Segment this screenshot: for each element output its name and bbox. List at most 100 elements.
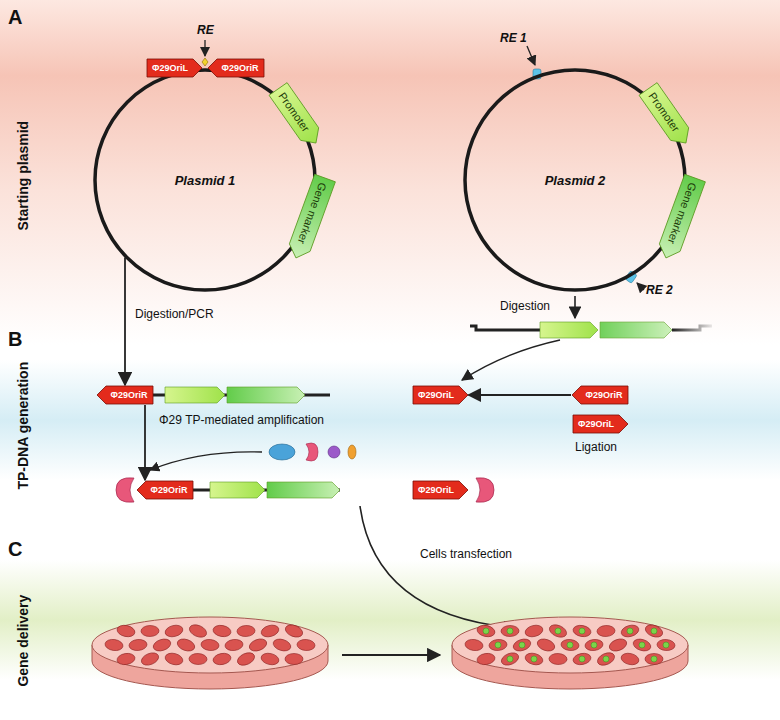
cell (164, 623, 184, 638)
cell (272, 637, 292, 653)
node-label: Φ29OriR (222, 64, 259, 73)
protein-icon (348, 445, 356, 459)
annotation: RE 1 (500, 32, 527, 45)
process-arrow (342, 654, 440, 656)
cell (152, 637, 173, 653)
process-arrow (469, 394, 572, 396)
dna-fragment (672, 326, 712, 330)
cell (476, 652, 495, 666)
re-leader (204, 40, 205, 56)
expressing-cell (531, 656, 537, 662)
origin-arrow (573, 415, 628, 433)
re-site (202, 58, 208, 66)
cell (236, 650, 257, 667)
cell (104, 638, 123, 651)
dish-surface (452, 617, 688, 673)
cell (476, 624, 496, 639)
cell (176, 637, 197, 653)
origin-arrow (137, 481, 193, 499)
expressing-cell (651, 656, 657, 662)
cell (285, 654, 303, 665)
annotation: Digestion (500, 300, 550, 313)
band-delivery (0, 560, 780, 680)
cell (297, 639, 316, 651)
ligation-arrow (462, 340, 560, 380)
culture-dish (92, 617, 328, 689)
promoter-arrow (540, 322, 598, 338)
cell (116, 624, 136, 639)
re-leader (637, 283, 644, 290)
origin-arrow: Φ29OriR (208, 59, 264, 77)
cell (596, 650, 617, 667)
cell (248, 637, 269, 653)
node-label: Φ29OriL (152, 64, 188, 73)
cell (200, 639, 219, 652)
promoter-arrow (165, 387, 225, 403)
re-leader (527, 46, 535, 65)
cell (524, 623, 544, 638)
cell (141, 625, 159, 636)
cell (584, 638, 603, 651)
band-label: Starting plasmid (16, 120, 31, 230)
panel-letter: A (8, 6, 22, 28)
transfection-arrow (360, 506, 515, 628)
cell (620, 623, 640, 639)
cell (464, 638, 483, 651)
expressing-cell (495, 642, 501, 648)
node-label: Φ29OriR (151, 486, 188, 495)
node-label: Φ29OriL (578, 420, 614, 429)
origin-arrow (413, 386, 468, 404)
expressing-cell (567, 642, 573, 648)
terminal-protein (476, 478, 494, 503)
promoter-arrow (639, 83, 695, 150)
node-label: Φ29OriL (418, 486, 454, 495)
dish-surface (92, 617, 328, 673)
cell (284, 623, 305, 640)
process-arrow (144, 405, 146, 480)
panel-letter: C (8, 538, 22, 560)
culture-dish (452, 617, 688, 689)
plasmid-ring (95, 70, 315, 290)
annotation: RE (197, 24, 214, 37)
origin-arrow: Φ29OriL (413, 386, 468, 404)
dna-polymerase (269, 444, 295, 460)
terminal-protein (306, 443, 318, 461)
dna-line (340, 489, 420, 492)
cell (512, 637, 533, 653)
cell (129, 639, 148, 652)
origin-arrow: Φ29OriL (147, 59, 202, 77)
cell (608, 637, 629, 653)
cell (164, 651, 184, 666)
expressing-cell (663, 642, 669, 648)
expressing-cell (579, 628, 585, 634)
origin-arrow (147, 59, 202, 77)
expressing-cell (603, 656, 609, 662)
cell (548, 622, 569, 639)
gene-marker-arrow (285, 174, 335, 261)
cell (536, 637, 557, 653)
origin-arrow: Φ29OriR (572, 386, 628, 404)
cell (657, 639, 676, 651)
panel-letter: B (8, 328, 22, 350)
origin-arrow: Φ29OriL (413, 481, 468, 499)
gene-arrow (267, 482, 340, 498)
cell (237, 625, 256, 637)
promoter-arrow (210, 482, 265, 498)
cell (632, 637, 652, 653)
gene-arrow (600, 322, 672, 338)
edge-label: Φ29 TP-mediated amplification (159, 414, 324, 427)
cell (260, 652, 280, 667)
expressing-cell (627, 628, 633, 634)
merge-arrow (150, 452, 262, 470)
expressing-cell (555, 628, 561, 634)
expressing-cell (519, 642, 525, 648)
origin-arrow: Φ29OriR (97, 386, 153, 404)
cell (572, 624, 592, 638)
node-label: Plasmid 2 (545, 174, 606, 187)
origin-arrow (413, 481, 468, 499)
band-label: Gene delivery (16, 594, 31, 686)
gene-marker-arrow (655, 174, 705, 261)
annotation: Cells transfection (420, 548, 512, 561)
band-starting (0, 0, 780, 345)
band-label: TP-DNA generation (16, 361, 31, 489)
